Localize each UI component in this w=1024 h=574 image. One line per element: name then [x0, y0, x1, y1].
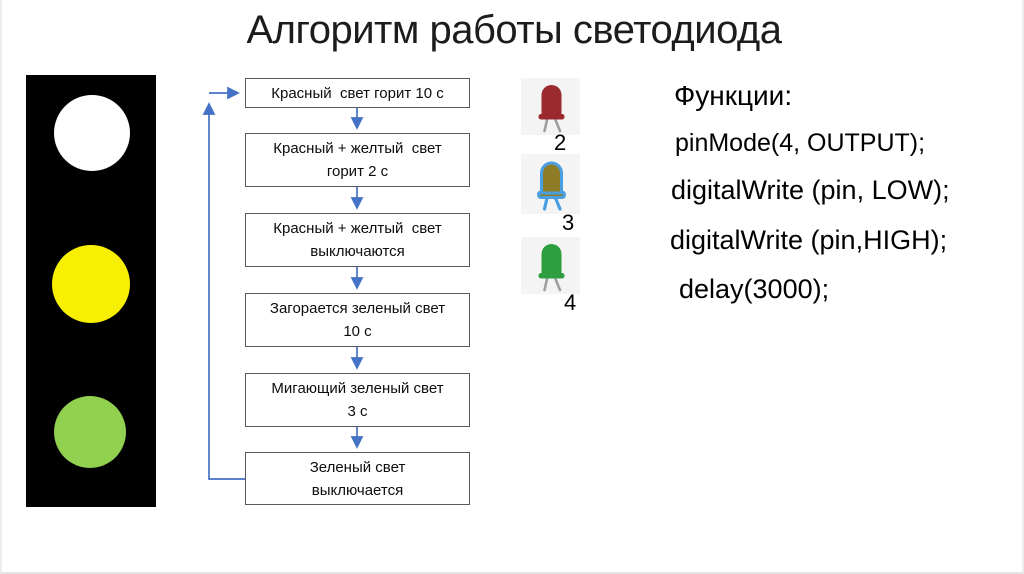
flow-step-4-text-line2: 10 с: [343, 323, 372, 340]
flow-step-1-text: Красный свет горит 10 с: [271, 84, 444, 102]
function-delay: delay(3000);: [679, 274, 830, 304]
yellow-led-icon-highlighted: [521, 154, 580, 214]
flow-step-3-text-line2: выключаются: [310, 243, 405, 260]
flow-step-1: Красный свет горит 10 с: [245, 78, 470, 108]
loop-back-connector: [202, 102, 245, 480]
flow-step-6-text-line2: выключается: [311, 481, 404, 499]
function-digitalwrite-low: digitalWrite (pin, LOW);: [671, 175, 950, 205]
flow-step-4-text-line1: Загорается зеленый свет: [269, 300, 446, 317]
flow-step-5-text-line1: Мигающий зеленый свет: [271, 380, 444, 397]
flow-step-6-text-line1: Зеленый свет: [309, 458, 406, 476]
traffic-light-top-lamp: [54, 95, 130, 171]
flow-step-4: Загорается зеленый свет 10 с: [245, 293, 470, 347]
page-title: Алгоритм работы светодиода: [246, 8, 782, 52]
green-led-pin-number: 4: [564, 290, 577, 315]
functions-heading: Функции:: [674, 80, 793, 111]
traffic-light-middle-lamp: [52, 245, 130, 323]
flow-step-6: Зеленый свет выключается: [245, 452, 470, 505]
flow-step-5-text-line2: 3 с: [347, 403, 368, 420]
flow-step-2: Красный + желтый свет горит 2 с: [245, 133, 470, 187]
red-led-pin-number: 2: [554, 130, 567, 155]
flow-step-5: Мигающий зеленый свет 3 с: [245, 373, 470, 427]
flow-step-3-text-line1: Красный + желтый свет: [273, 220, 442, 237]
red-led-icon: [521, 78, 580, 135]
flow-step-2-text-line1: Красный + желтый свет: [273, 140, 442, 157]
function-digitalwrite-high: digitalWrite (pin,HIGH);: [670, 225, 948, 255]
traffic-light-image: [26, 75, 156, 507]
flow-step-3: Красный + желтый свет выключаются: [245, 213, 470, 267]
yellow-led-pin-number: 3: [562, 210, 575, 235]
green-led-icon: [521, 237, 580, 294]
traffic-light-bottom-lamp: [54, 396, 126, 468]
flow-step-2-text-line2: горит 2 с: [326, 163, 389, 180]
function-pinmode: pinMode(4, OUTPUT);: [675, 129, 926, 157]
